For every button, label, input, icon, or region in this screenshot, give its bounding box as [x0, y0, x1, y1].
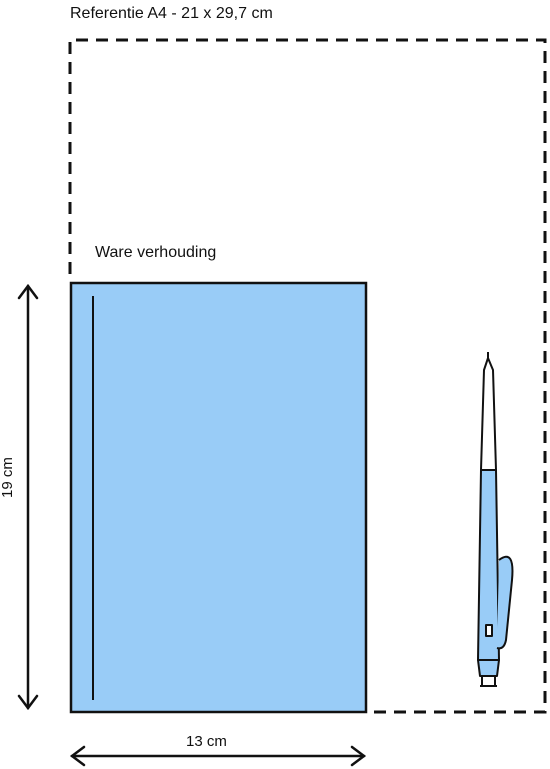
height-dimension-label: 19 cm	[0, 457, 16, 498]
pen-icon	[477, 352, 514, 687]
a4-reference-outline	[68, 38, 547, 714]
height-arrow	[17, 283, 39, 711]
reference-a4-label: Referentie A4 - 21 x 29,7 cm	[70, 5, 273, 22]
true-ratio-label: Ware verhouding	[95, 244, 217, 261]
width-dimension-label: 13 cm	[186, 733, 227, 750]
width-arrow	[69, 745, 367, 767]
notebook-shape	[69, 281, 368, 714]
